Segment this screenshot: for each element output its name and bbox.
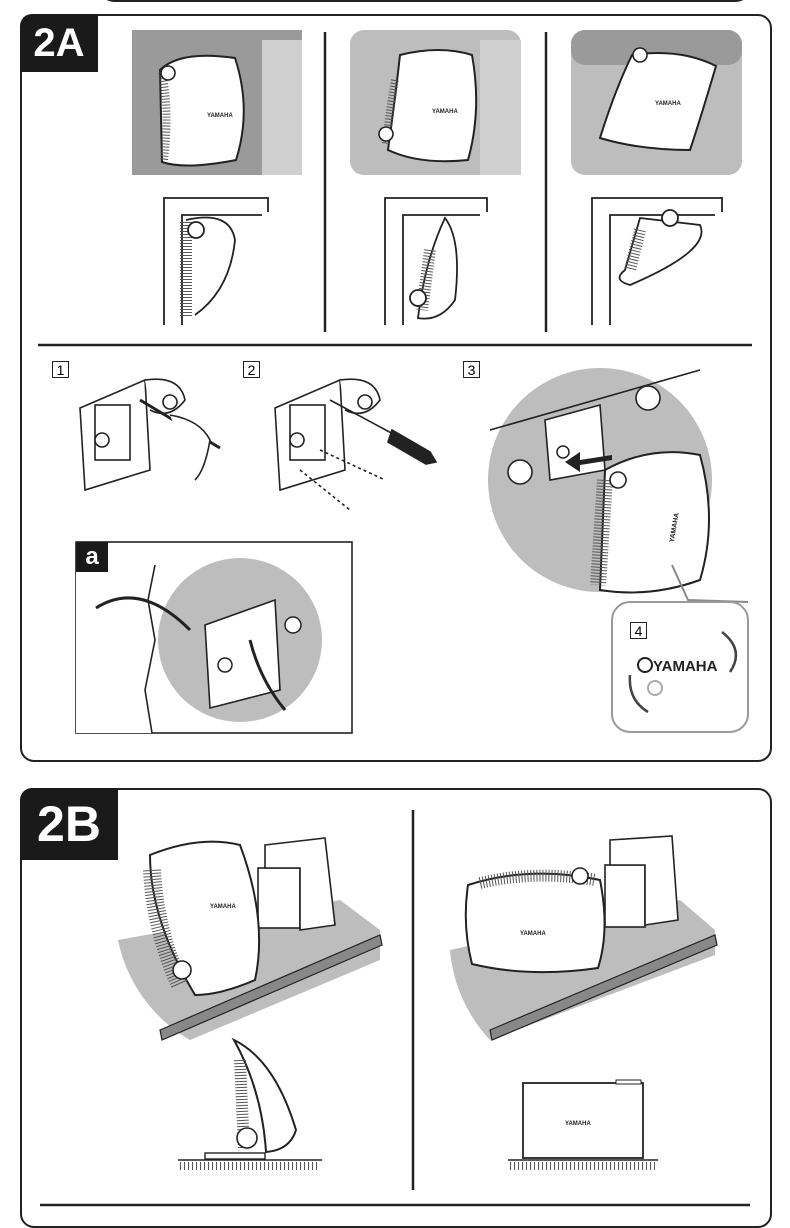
- panel-2a: [20, 14, 772, 762]
- step-1-bracket-marking: [79, 378, 221, 492]
- brand-label: YAMAHA: [432, 109, 458, 115]
- ceiling-mount-photo: YAMAHA: [571, 30, 742, 175]
- inset-a-label: a: [76, 542, 108, 572]
- shelf-vertical-placement: YAMAHA: [118, 837, 383, 1170]
- brand-label: YAMAHA: [565, 1121, 591, 1127]
- panel-2a-label: 2A: [20, 14, 98, 72]
- step-1-marker: 1: [52, 361, 69, 378]
- panel-2b-label: 2B: [20, 788, 118, 860]
- step-3-attach-speaker: YAMAHA: [488, 368, 749, 603]
- wall-mount-vertical-photo: YAMAHA: [132, 30, 302, 175]
- wall-mount-vertical-low-photo: YAMAHA: [350, 30, 521, 175]
- step-4-marker: 4: [630, 622, 647, 639]
- step-2-marker: 2: [243, 361, 260, 378]
- side-views: [163, 197, 723, 325]
- inset-a-wiring: [75, 541, 353, 734]
- brand-label: YAMAHA: [210, 904, 236, 910]
- shelf-horizontal-placement: YAMAHA YAMAHA: [450, 835, 718, 1170]
- brand-label: YAMAHA: [520, 931, 546, 937]
- panel-2b: [20, 788, 772, 1228]
- brand-label: YAMAHA: [207, 113, 233, 119]
- step-2-bracket-screwing: [274, 378, 438, 511]
- step-3-marker: 3: [463, 361, 480, 378]
- brand-label: YAMAHA: [655, 101, 681, 107]
- brand-label: YAMAHA: [653, 658, 718, 675]
